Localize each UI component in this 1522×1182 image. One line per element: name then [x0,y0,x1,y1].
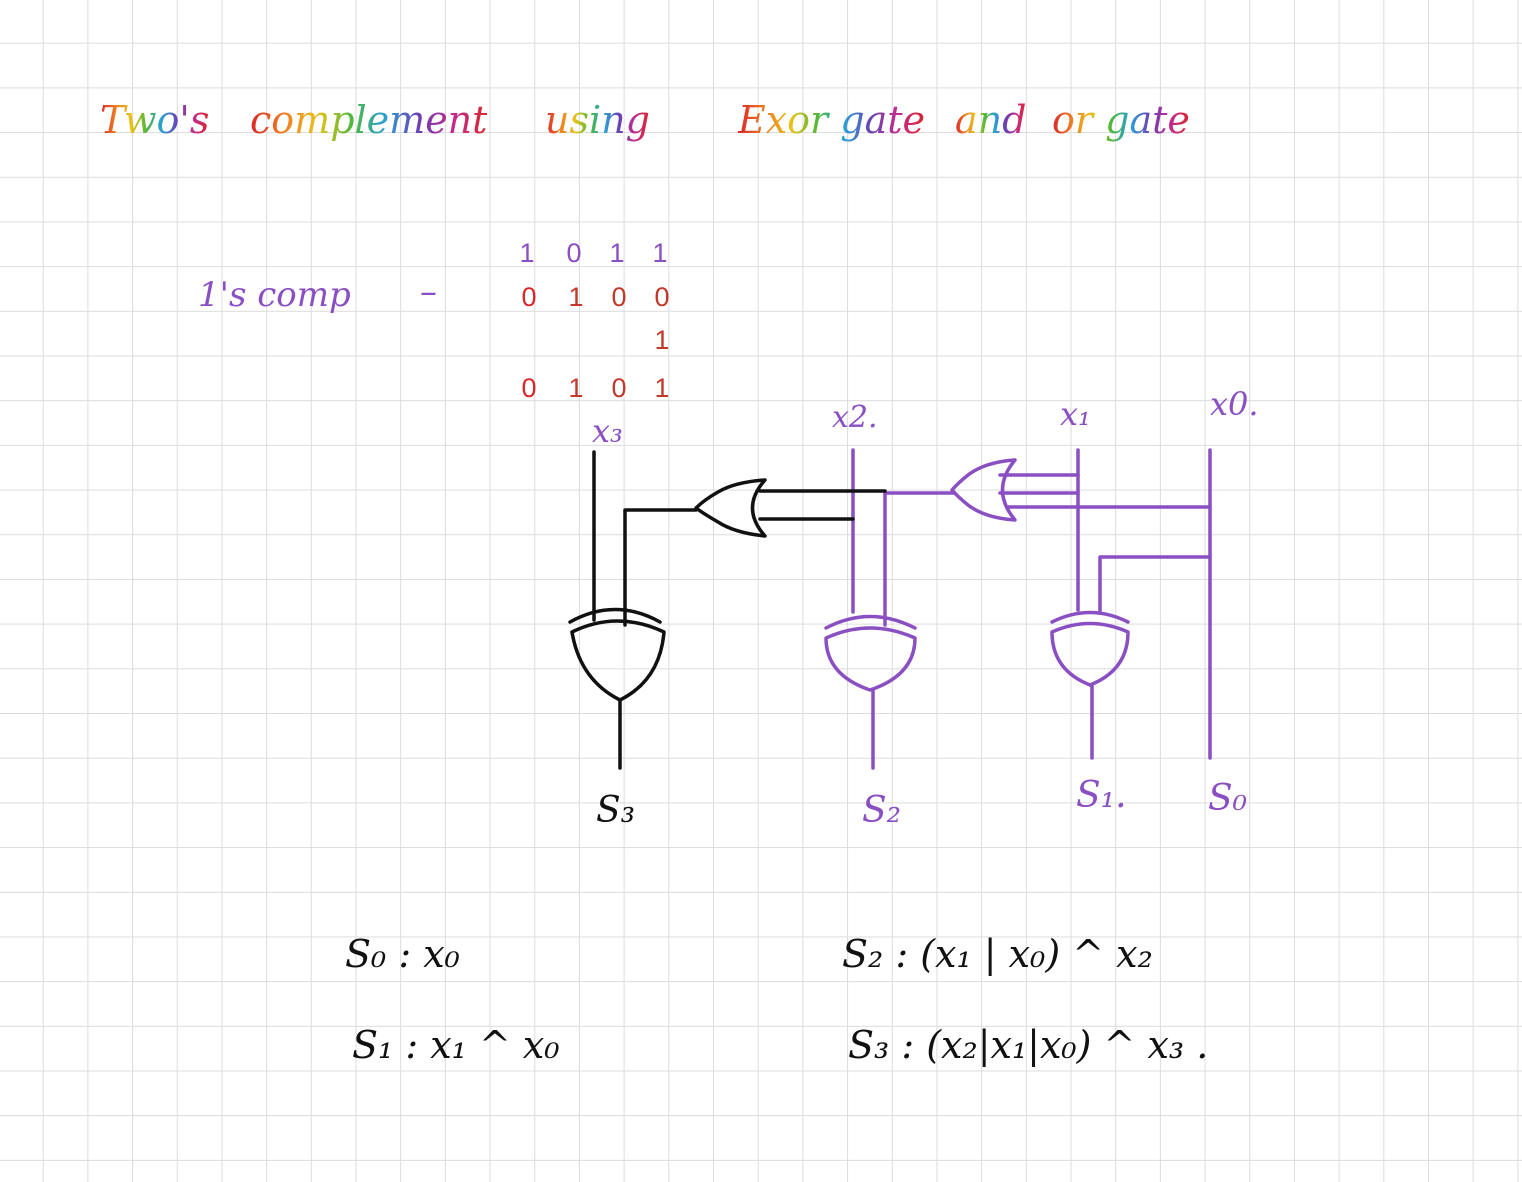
xor-s2-back-curve [824,614,917,630]
title-word-and: and [955,98,1027,142]
title-word-complement: complement [250,98,488,142]
equation-s0: S₀ : x₀ [345,932,460,976]
input-label-x1: x₁ [1060,395,1091,433]
ones-comp-dash: – [420,272,437,312]
result-bit-1: 0 [611,373,627,403]
or-gate-x2-x1-x0 [694,478,767,538]
equation-s1: S₁ : x₁ ^ x₀ [352,1023,560,1067]
title-word-or-gate: or gate [1052,98,1190,142]
xor-s3-back-curve [568,607,662,624]
result-bit-2: 1 [568,373,584,403]
output-label-s3: S₃ [596,790,636,831]
output-label-s0: S₀ [1208,778,1248,819]
equation-s2: S₂ : (x₁ | x₀) ^ x₂ [842,932,1153,976]
ones-comp-label: 1's comp [198,275,351,315]
original-bit-0: 1 [652,238,668,268]
xor-gate-s3 [570,619,666,702]
title-word-using: using [545,98,650,142]
title-word-exor: Exor gate [738,98,926,142]
original-bit-1: 1 [609,238,625,268]
input-label-x3: x₃ [592,412,623,450]
add-one-bit: 1 [654,325,670,355]
equation-s3: S₃ : (x₂|x₁|x₀) ^ x₃ . [848,1023,1209,1067]
result-bit-3: 0 [521,373,537,403]
ones-bit-2: 1 [568,282,584,312]
xor-gate-s1 [1050,621,1130,687]
output-label-s2: S₂ [862,790,902,831]
original-bit-3: 1 [519,238,535,268]
input-label-x2: x2. [832,400,878,435]
xor-s1-back-curve [1050,610,1130,624]
or-gate-x1-x0 [950,458,1017,522]
original-bit-2: 0 [566,238,582,268]
xor-gate-s2 [824,626,917,692]
ones-bit-1: 0 [611,282,627,312]
or2-output-wire [623,508,698,627]
ones-bit-3: 0 [521,282,537,312]
input-label-x0: x0. [1210,385,1259,423]
ones-bit-0: 0 [654,282,670,312]
output-label-s1: S₁. [1076,775,1127,816]
title-word-twos: Two's [100,98,210,142]
result-bit-0: 1 [654,373,670,403]
x0-to-s1-wire [1098,555,1212,614]
